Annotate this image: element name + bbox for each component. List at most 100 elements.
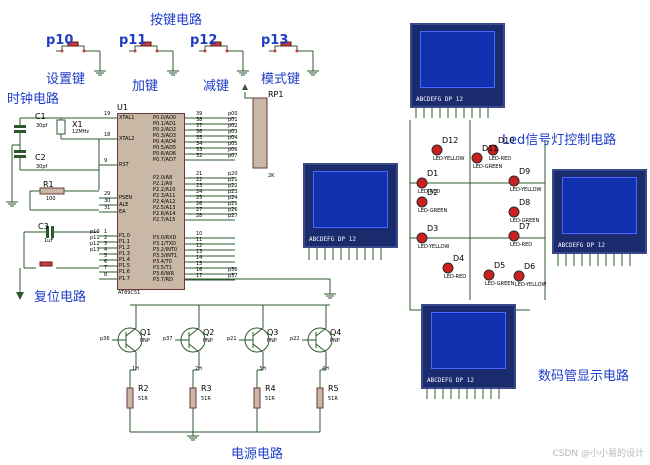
- transistor-type: PNP: [267, 338, 277, 344]
- transistor-ref: Q4: [330, 328, 342, 337]
- crystal-body: [56, 119, 66, 135]
- led-type: LED-GREEN: [485, 281, 515, 287]
- rp1-vcc-arrow: [242, 84, 248, 90]
- led-d10: [487, 144, 499, 156]
- transistor-base-net: p21: [227, 336, 237, 342]
- mcu-right-pin-num: 23: [196, 183, 203, 189]
- transistor-Q1-body: [117, 327, 143, 353]
- resistor-0-body: [126, 387, 134, 409]
- display-right-screen: [562, 177, 637, 234]
- mcu-right-pin-num: 24: [196, 189, 203, 195]
- c1-plate: [14, 130, 26, 133]
- display-right-footer: ABCDEFG DP 12: [558, 242, 605, 249]
- display-bottom: ABCDEFG DP 12: [421, 304, 516, 389]
- mcu-right-pin-name: P0.4/AD4: [153, 139, 177, 145]
- mcu-right-pin-name: P3.0/RXD: [153, 235, 177, 241]
- net-label: p00: [228, 111, 238, 117]
- mcu-left-pin-name: RST: [119, 162, 129, 168]
- c2-plate: [14, 150, 26, 153]
- led-ref: D4: [453, 254, 465, 263]
- display-right: ABCDEFG DP 12: [552, 169, 647, 254]
- net-label: p26: [228, 207, 238, 213]
- mcu-right-pin-num: 15: [196, 261, 203, 267]
- led-d1: [416, 177, 428, 189]
- wire: [188, 327, 200, 337]
- led-ref: D1: [427, 169, 439, 178]
- button-label-p13: p13: [261, 33, 289, 48]
- mcu-right-pin-num: 21: [196, 171, 203, 177]
- button-0-pin: [82, 49, 86, 53]
- display-left-footer: ABCDEFG DP 12: [309, 236, 356, 243]
- mcu-right-pin-num: 38: [196, 117, 203, 123]
- button-label-p11: p11: [119, 33, 147, 48]
- transistor-type: PNP: [203, 338, 213, 344]
- mcu-left-pin-name: XTAL1: [119, 115, 135, 121]
- mcu-right-pin-num: 36: [196, 129, 203, 135]
- transistor-ref: Q2: [203, 328, 215, 337]
- mode-key-label: 模式键: [261, 72, 301, 87]
- wire: [315, 343, 327, 353]
- wire: [252, 343, 264, 353]
- mcu-right-pin-name: P0.1/AD1: [153, 121, 177, 127]
- r1-body: [39, 187, 65, 195]
- button-2-pin: [225, 49, 229, 53]
- mcu-left-pin-num: 3: [104, 241, 108, 247]
- c1-plate: [14, 125, 26, 128]
- net-label: p22: [228, 183, 238, 189]
- led-d9: [508, 175, 520, 187]
- button-3-pin: [295, 49, 299, 53]
- mcu-left-pin-num: 31: [104, 205, 111, 211]
- led-ref: D3: [427, 224, 439, 233]
- net-label: p05: [228, 141, 238, 147]
- led-ref: D10: [498, 136, 515, 145]
- button-label-p12: p12: [190, 33, 218, 48]
- power-circuit-label: 电源电路: [231, 447, 284, 462]
- wire: [315, 327, 327, 337]
- resistor-ref: R4: [265, 384, 276, 393]
- mcu-right-pin-num: 14: [196, 255, 203, 261]
- mcu-right-pin-name: P2.7/A15: [153, 217, 176, 223]
- display-bottom-screen: [431, 312, 506, 369]
- button-3-pin: [273, 49, 277, 53]
- mcu-right-pin-num: 22: [196, 177, 203, 183]
- transistor-base-net: p37: [163, 336, 173, 342]
- resistor-ref: R5: [328, 384, 339, 393]
- mcu-right-pin-num: 12: [196, 243, 203, 249]
- led-type: LED-YELLOW: [418, 244, 450, 250]
- mcu-left-pin-num: 4: [104, 247, 108, 253]
- led-ref: D9: [519, 167, 531, 176]
- led-ref: D8: [519, 198, 531, 207]
- mcu-right-pin-num: 17: [196, 273, 203, 279]
- led-type: LED-RED: [489, 156, 512, 162]
- mcu-right-pin-name: P3.3/INT1: [153, 253, 178, 259]
- reset-circuit-label: 复位电路: [34, 290, 87, 305]
- resistor-value: 51R: [265, 396, 275, 402]
- set-key-label: 设置键: [46, 72, 86, 87]
- mcu-right-pin-num: 13: [196, 249, 203, 255]
- mcu-left-pin-name: P1.6: [119, 269, 130, 275]
- mcu-right-pin-name: P0.5/AD5: [153, 145, 177, 151]
- resistor-ref: R2: [138, 384, 149, 393]
- display-top-screen: [420, 31, 495, 88]
- mcu-right-pin-name: P3.6/WR: [153, 271, 175, 277]
- rp1-wire: [244, 92, 253, 99]
- rp1-value: 2K: [268, 173, 275, 179]
- net-label: p11: [90, 235, 100, 241]
- transistor-ref: Q3: [267, 328, 279, 337]
- display-circuit-label: 数码管显示电路: [538, 369, 630, 384]
- mcu-right-pin-name: P3.2/INT0: [153, 247, 178, 253]
- mcu-left-pin-num: 6: [104, 259, 108, 265]
- mcu-left-pin-name: P1.4: [119, 257, 130, 263]
- c2-plate: [14, 155, 26, 158]
- net-label: p07: [228, 153, 238, 159]
- symbols: [14, 41, 525, 409]
- led-ref: D11: [482, 144, 499, 153]
- mcu-left-pin-num: 2: [104, 235, 108, 241]
- net-label: p06: [228, 147, 238, 153]
- transistor-base-net: p36: [100, 336, 110, 342]
- transistor-emitter-net: 1H: [132, 366, 139, 372]
- rp1-body: [252, 97, 268, 169]
- net-label: p02: [228, 123, 238, 129]
- c3-plate: [51, 226, 54, 238]
- mcu-left-pin-name: PSEN: [119, 195, 133, 201]
